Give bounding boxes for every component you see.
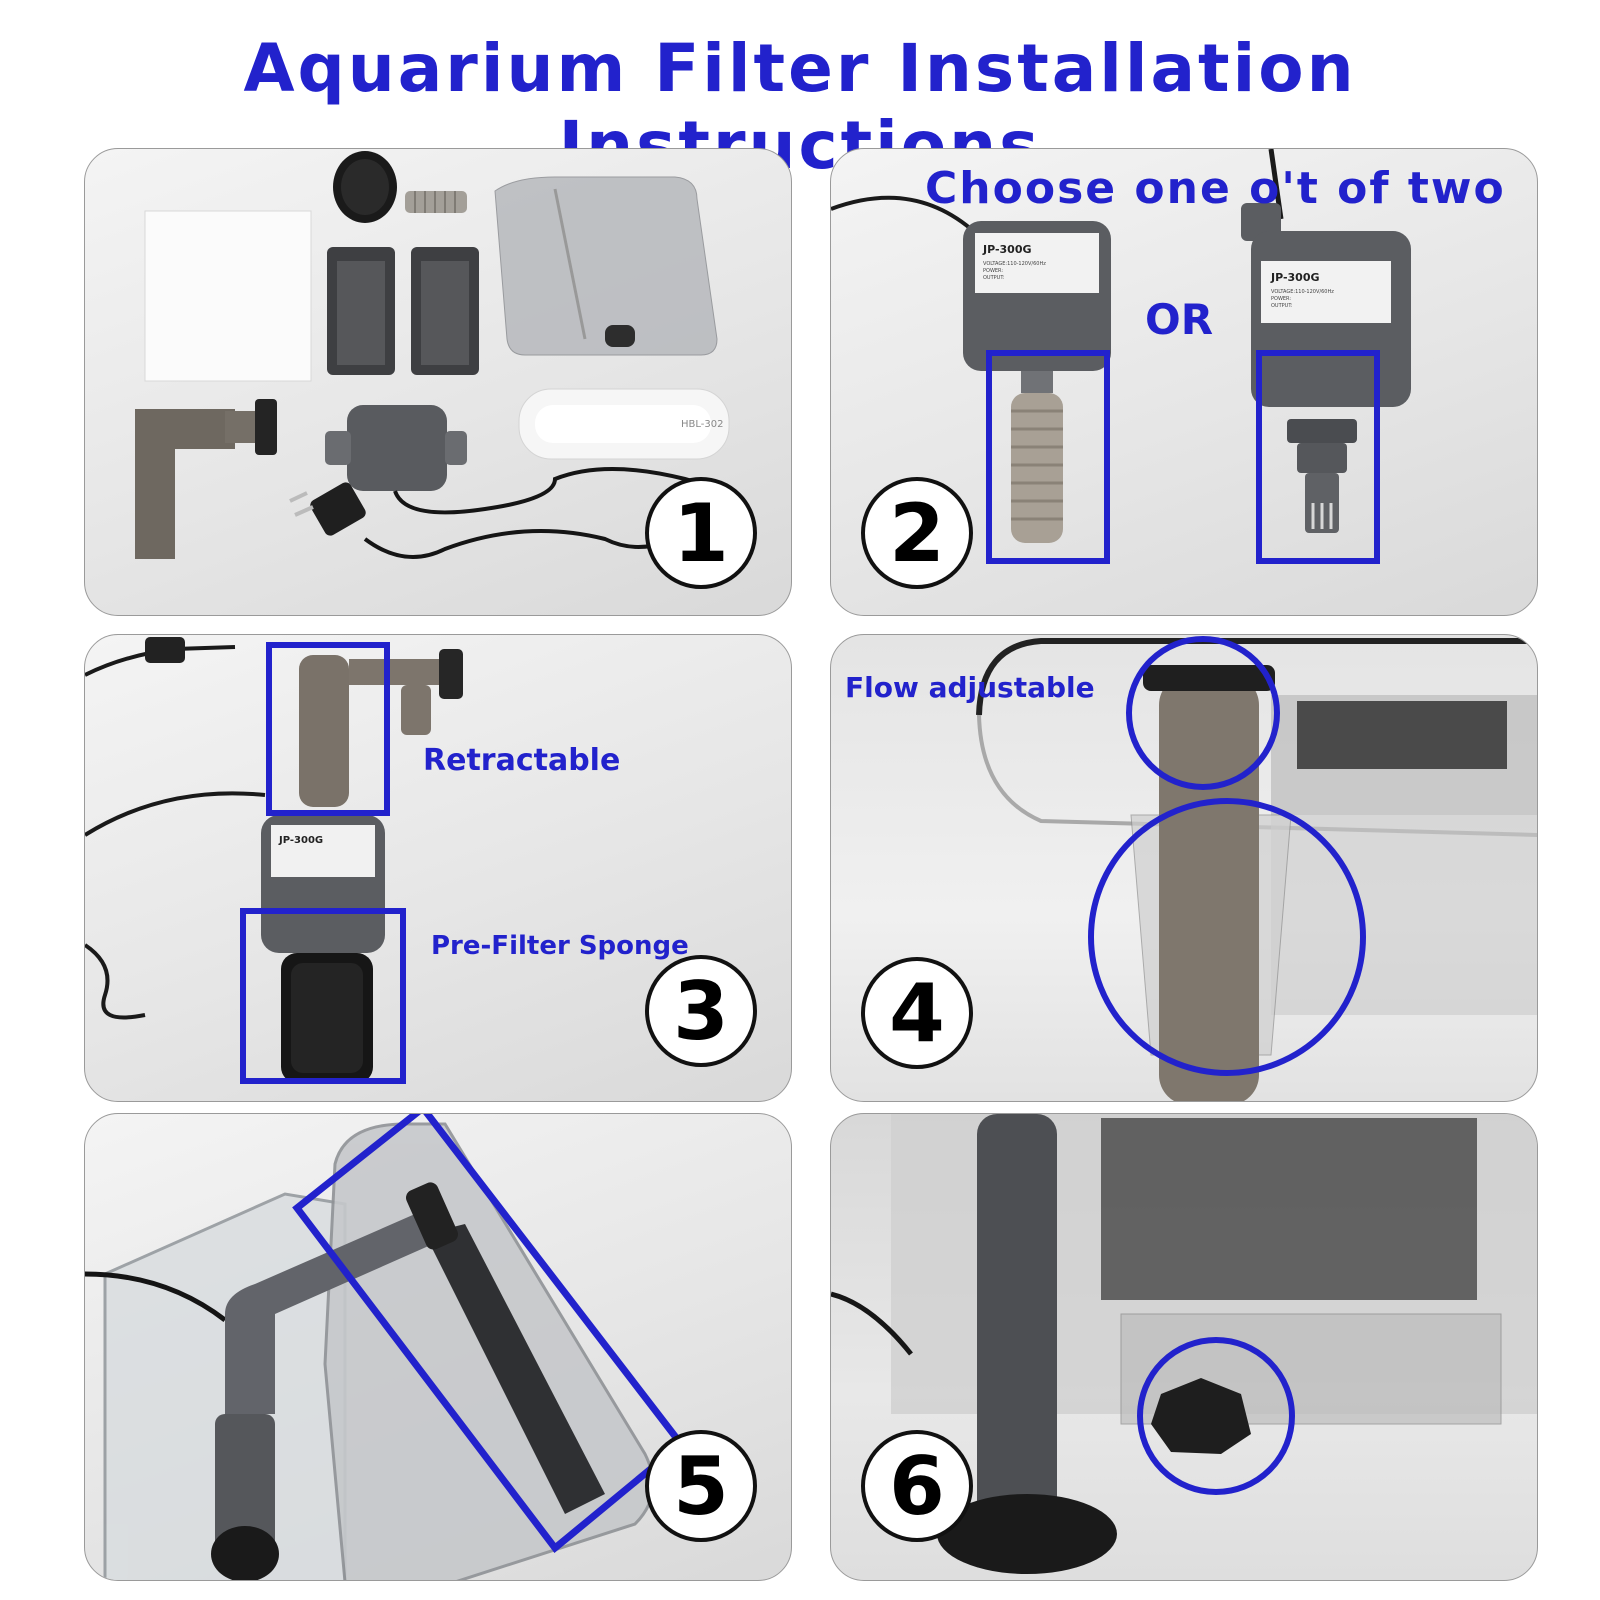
- retractable-caption: Retractable: [423, 743, 621, 778]
- kit-contents-photo: HBL-302: [135, 151, 730, 559]
- left-pump-power: POWER:: [983, 268, 1003, 274]
- step-4-panel: Flow adjustable 4: [830, 634, 1538, 1102]
- hang-on-tank-photo: [85, 1114, 686, 1580]
- step-2-panel: JP-300G VOLTAGE:110-120V/60Hz POWER: OUT…: [830, 148, 1538, 616]
- flow-adjust-photo: [976, 636, 1537, 1101]
- step-1-badge: 1: [645, 477, 757, 589]
- right-pump-voltage: VOLTAGE:110-120V/60Hz: [1271, 289, 1334, 295]
- right-pump-power: POWER:: [1271, 296, 1291, 302]
- pre-filter-sponge-caption: Pre-Filter Sponge: [431, 931, 689, 961]
- page-title: Aquarium Filter Installation Instruction…: [243, 30, 1357, 184]
- left-pump-voltage: VOLTAGE:110-120V/60Hz: [983, 261, 1046, 267]
- right-pump-label: JP-300G: [1270, 271, 1320, 284]
- or-label: OR: [1145, 295, 1214, 344]
- step-3-badge: 3: [645, 955, 757, 1067]
- choose-one-heading: Choose one o't of two: [925, 163, 1506, 214]
- step-1-panel: HBL-302 1: [84, 148, 792, 616]
- step-6-panel: 6: [830, 1113, 1538, 1581]
- left-pump-output: OUTPUT:: [983, 275, 1005, 281]
- step-5-panel: 5: [84, 1113, 792, 1581]
- right-pump-output: OUTPUT:: [1271, 303, 1293, 309]
- step-2-badge: 2: [861, 477, 973, 589]
- left-pump-label: JP-300G: [982, 243, 1032, 256]
- step-6-badge: 6: [861, 1430, 973, 1542]
- assembled-filter-photo: [831, 1114, 1537, 1574]
- step-5-badge: 5: [645, 1430, 757, 1542]
- pump-options-photo: JP-300G VOLTAGE:110-120V/60Hz POWER: OUT…: [831, 149, 1411, 564]
- step-3-panel: JP-300G Retractable Pre-Filter Sponge 3: [84, 634, 792, 1102]
- light-model-label: HBL-302: [681, 419, 723, 430]
- flow-adjustable-caption: Flow adjustable: [845, 671, 1095, 704]
- step-4-badge: 4: [861, 957, 973, 1069]
- pump-assembly-photo: JP-300G: [85, 637, 463, 1084]
- step3-pump-label: JP-300G: [278, 835, 323, 846]
